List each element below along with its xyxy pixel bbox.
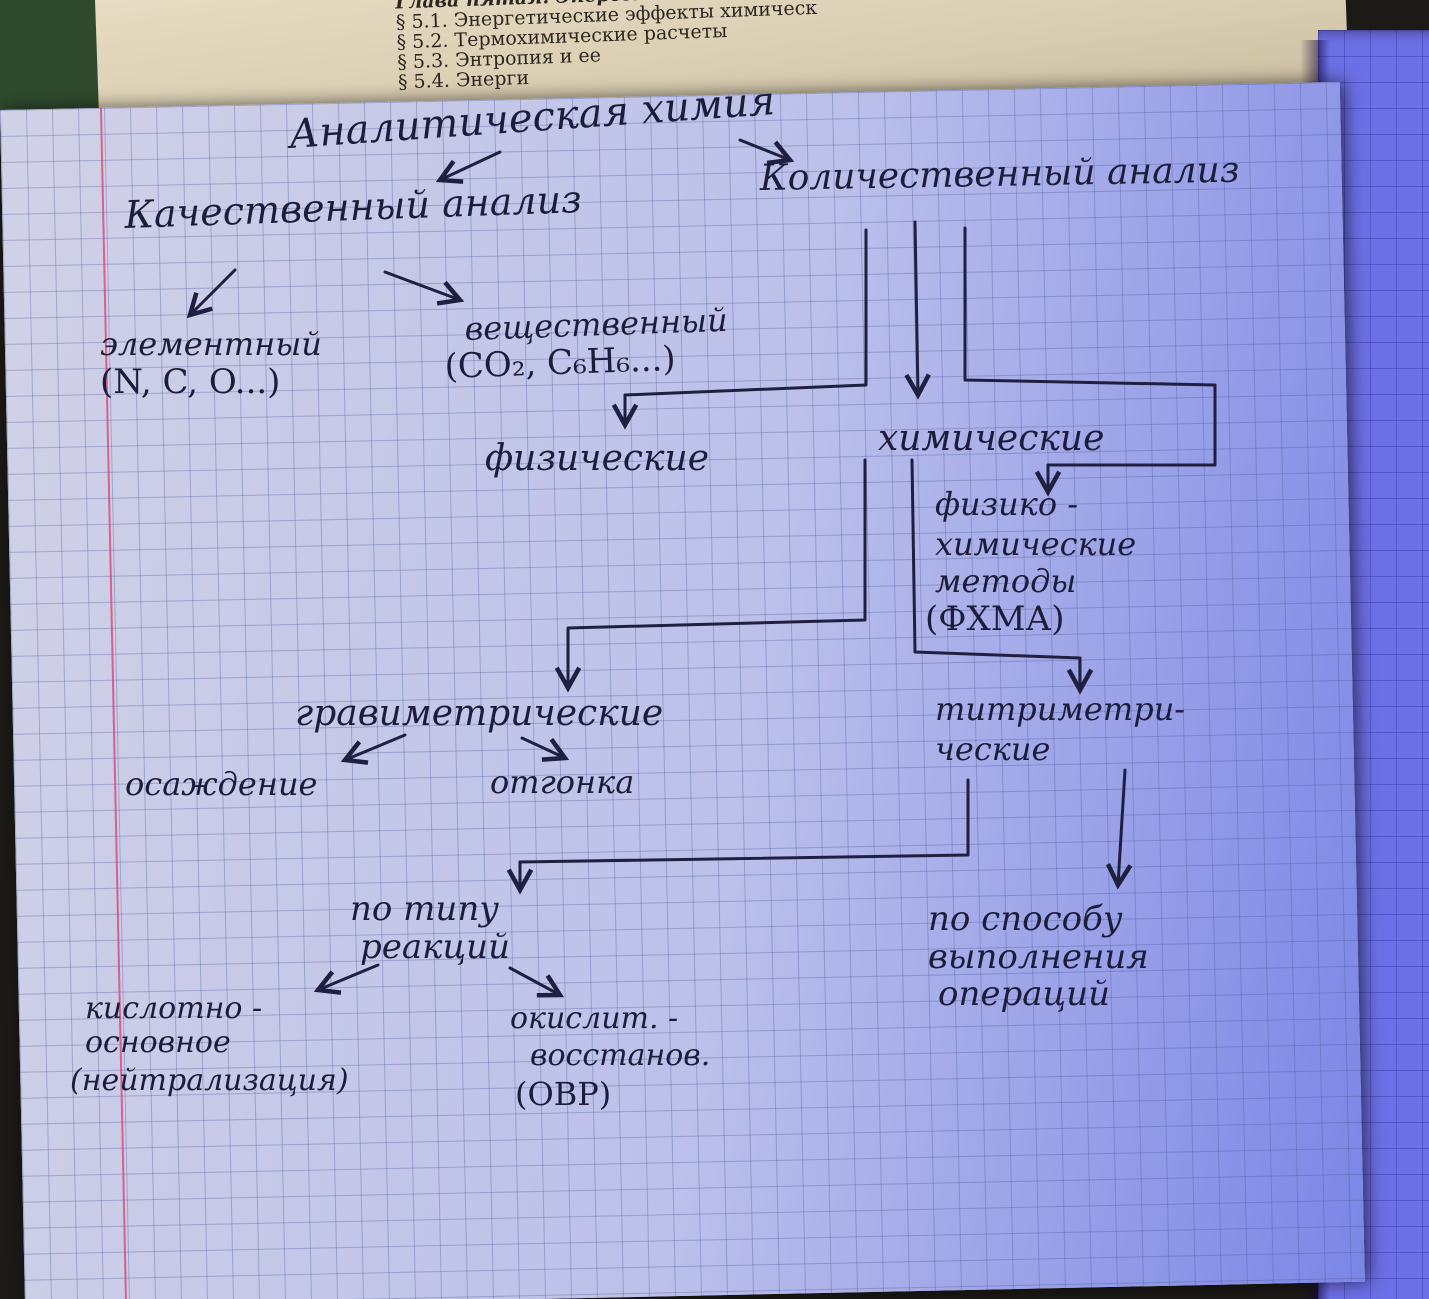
node-elemental-examples: (N, C, O...) xyxy=(100,362,280,402)
node-titrimetric-line2: ческие xyxy=(935,730,1050,768)
node-physchem-line1: физико - xyxy=(935,485,1078,523)
node-physchem-line4: (ФХМА) xyxy=(925,599,1065,639)
node-qualitative: Качественный анализ xyxy=(123,177,583,237)
green-book-cover xyxy=(0,0,100,120)
arrow-to-chemical xyxy=(915,220,918,395)
arrow-to-redox xyxy=(508,966,560,995)
connector-to-titrimetric xyxy=(910,458,1080,690)
node-acid-base-line3: (нейтрализация) xyxy=(70,1063,349,1098)
node-acid-base-line2: основное xyxy=(85,1025,231,1060)
connector-to-physchem xyxy=(963,226,1217,492)
node-by-reaction-line1: по типу xyxy=(350,889,499,929)
arrow-to-distillation xyxy=(520,736,565,758)
node-chemical: химические xyxy=(878,418,1104,459)
arrow-to-precipitation xyxy=(345,733,407,760)
node-by-method-line1: по способу xyxy=(928,899,1123,939)
node-acid-base-line1: кислотно - xyxy=(85,991,262,1026)
node-by-method-line2: выполнения xyxy=(928,937,1149,977)
arrow-root-to-quantitative xyxy=(738,138,790,160)
node-elemental: элементный xyxy=(100,325,322,363)
node-substance: вещественный xyxy=(464,301,728,348)
connector-to-by-reaction xyxy=(520,778,970,890)
connector-to-gravimetric xyxy=(568,458,867,688)
arrow-root-to-qualitative xyxy=(440,150,502,180)
node-by-reaction-line2: реакций xyxy=(360,927,510,967)
node-substance-examples: (CO₂, C₆H₆...) xyxy=(444,339,676,387)
node-redox-line1: окислит. - xyxy=(510,1001,678,1036)
connector-to-physical xyxy=(625,228,868,425)
arrow-to-elemental xyxy=(190,268,237,315)
arrow-to-substance xyxy=(383,270,460,300)
node-root: Аналитическая химия xyxy=(284,78,776,158)
node-physical: физические xyxy=(485,438,709,479)
node-distillation: отгонка xyxy=(490,763,634,801)
node-physchem-line3: методы xyxy=(935,562,1076,600)
diagram-connectors xyxy=(190,138,1217,995)
node-gravimetric: гравиметрические xyxy=(295,693,663,734)
node-physchem-line2: химические xyxy=(935,525,1136,563)
node-by-method-line3: операций xyxy=(938,974,1110,1014)
arrow-to-by-method xyxy=(1118,768,1125,885)
diagram-labels: Аналитическая химия Качественный анализ … xyxy=(70,78,1240,1113)
node-titrimetric-line1: титриметри- xyxy=(935,690,1185,728)
node-redox-line3: (ОВР) xyxy=(515,1075,611,1113)
node-redox-line2: восстанов. xyxy=(530,1038,710,1073)
node-quantitative: Количественный анализ xyxy=(758,150,1239,199)
arrow-to-acid-base xyxy=(318,963,380,990)
node-precipitation: осаждение xyxy=(125,765,317,803)
